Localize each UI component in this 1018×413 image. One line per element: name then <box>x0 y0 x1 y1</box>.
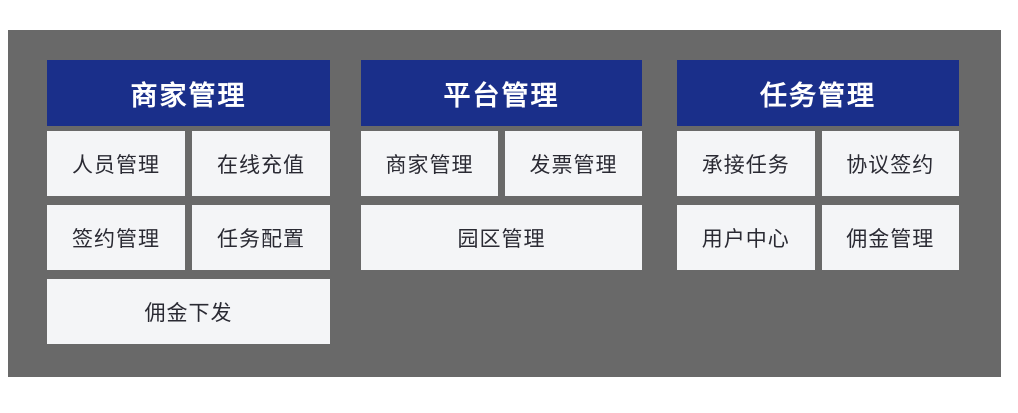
row: 人员管理 在线充值 <box>47 131 330 196</box>
row: 商家管理 发票管理 <box>361 131 642 196</box>
cell-commission-management: 佣金管理 <box>821 205 959 270</box>
cell-agreement-signing: 协议签约 <box>821 131 959 196</box>
row: 佣金下发 <box>47 279 330 344</box>
cell-accept-tasks: 承接任务 <box>677 131 815 196</box>
row: 用户中心 佣金管理 <box>677 205 959 270</box>
column-header-merchant-management: 商家管理 <box>47 60 330 126</box>
cell-park-management: 园区管理 <box>361 205 642 270</box>
row: 承接任务 协议签约 <box>677 131 959 196</box>
cell-personnel-management: 人员管理 <box>47 131 185 196</box>
cell-merchant-management: 商家管理 <box>361 131 498 196</box>
row: 签约管理 任务配置 <box>47 205 330 270</box>
row: 园区管理 <box>361 205 642 270</box>
cell-invoice-management: 发票管理 <box>505 131 642 196</box>
cell-contract-management: 签约管理 <box>47 205 185 270</box>
cell-online-recharge: 在线充值 <box>192 131 330 196</box>
column-header-task-management: 任务管理 <box>677 60 959 126</box>
cell-task-configuration: 任务配置 <box>192 205 330 270</box>
column-task-management: 任务管理 承接任务 协议签约 用户中心 佣金管理 <box>677 60 959 270</box>
column-platform-management: 平台管理 商家管理 发票管理 园区管理 <box>361 60 642 270</box>
column-merchant-management: 商家管理 人员管理 在线充值 签约管理 任务配置 佣金下发 <box>47 60 330 344</box>
cell-commission-distribution: 佣金下发 <box>47 279 330 344</box>
column-header-platform-management: 平台管理 <box>361 60 642 126</box>
diagram-panel: 商家管理 人员管理 在线充值 签约管理 任务配置 佣金下发 平台管理 商家管理 … <box>8 30 1001 377</box>
cell-user-center: 用户中心 <box>677 205 815 270</box>
